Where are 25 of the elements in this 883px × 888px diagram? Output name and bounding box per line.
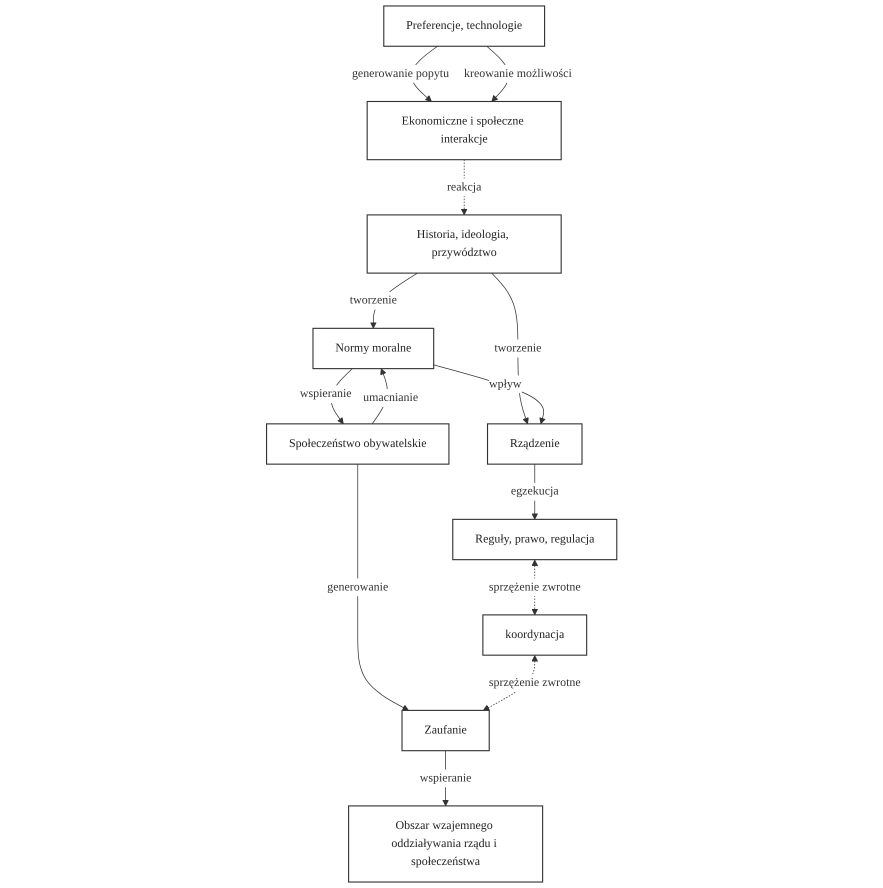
node-box: Reguły, prawo, regulacja — [452, 518, 618, 560]
edge-label: reakcja — [446, 180, 482, 194]
edge-label: kreowanie możliwości — [464, 67, 572, 80]
node-box: Społeczeństwo obywatelskie — [266, 423, 450, 465]
edge-label: wpływ — [488, 378, 522, 390]
edge-label: wspieranie — [420, 772, 472, 784]
node-box: koordynacja — [482, 614, 588, 656]
node-box: Obszar wzajemnego oddziaływania rządu i społeczeństwa — [348, 805, 543, 883]
edge-label: tworzenie — [494, 342, 542, 354]
edge-label: egzekucja — [510, 485, 558, 498]
arrow — [433, 364, 546, 424]
edge-label: tworzenie — [350, 294, 397, 307]
edge-label: wspieranie — [300, 387, 352, 400]
arrow — [357, 464, 409, 711]
node-box: Zaufanie — [401, 710, 490, 752]
node-box: Normy moralne — [312, 328, 434, 370]
edge-label: generowanie popytu — [352, 67, 449, 80]
edge-label: sprzężenie zwrotne — [488, 580, 581, 594]
edge-label: generowanie — [327, 580, 388, 594]
node-box: Ekonomiczne i społeczne interakcje — [366, 100, 562, 160]
node-box: Rządzenie — [486, 423, 582, 465]
node-box: Preferencje, technologie — [383, 5, 545, 47]
edge-label: umacnianie — [362, 391, 418, 404]
node-box: Historia, ideologia, przywództwo — [366, 214, 562, 274]
edge-label: sprzężenie zwrotne — [488, 676, 581, 689]
